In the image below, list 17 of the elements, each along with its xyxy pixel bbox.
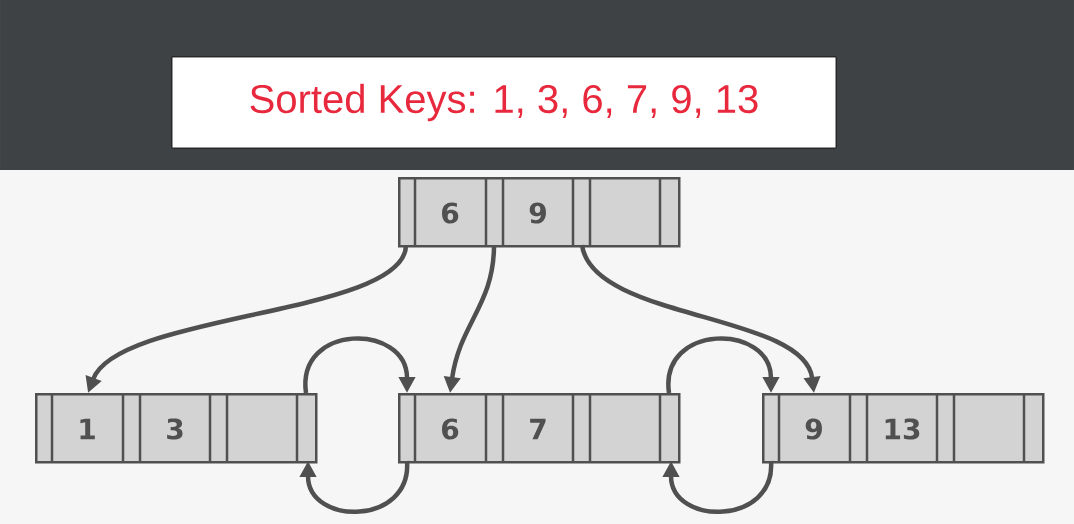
tree-node <box>398 393 681 464</box>
key-label: 9 <box>529 202 546 224</box>
tree-node <box>398 177 681 248</box>
key-label: 7 <box>530 418 546 440</box>
key-label: 6 <box>442 202 459 224</box>
title-box: Sorted Keys: 1, 3, 6, 7, 9, 13 <box>171 56 837 149</box>
arrow <box>299 460 410 514</box>
key-label: 6 <box>442 418 459 440</box>
key-label: 9 <box>805 418 822 440</box>
key-label: 3 <box>167 418 183 440</box>
arrow <box>662 460 774 514</box>
arrow <box>303 336 416 393</box>
key-label: 1 <box>80 418 95 440</box>
key-label: 13 <box>885 418 920 440</box>
arrow <box>666 336 780 393</box>
tree-node <box>35 393 318 464</box>
tree-node <box>762 393 1045 464</box>
